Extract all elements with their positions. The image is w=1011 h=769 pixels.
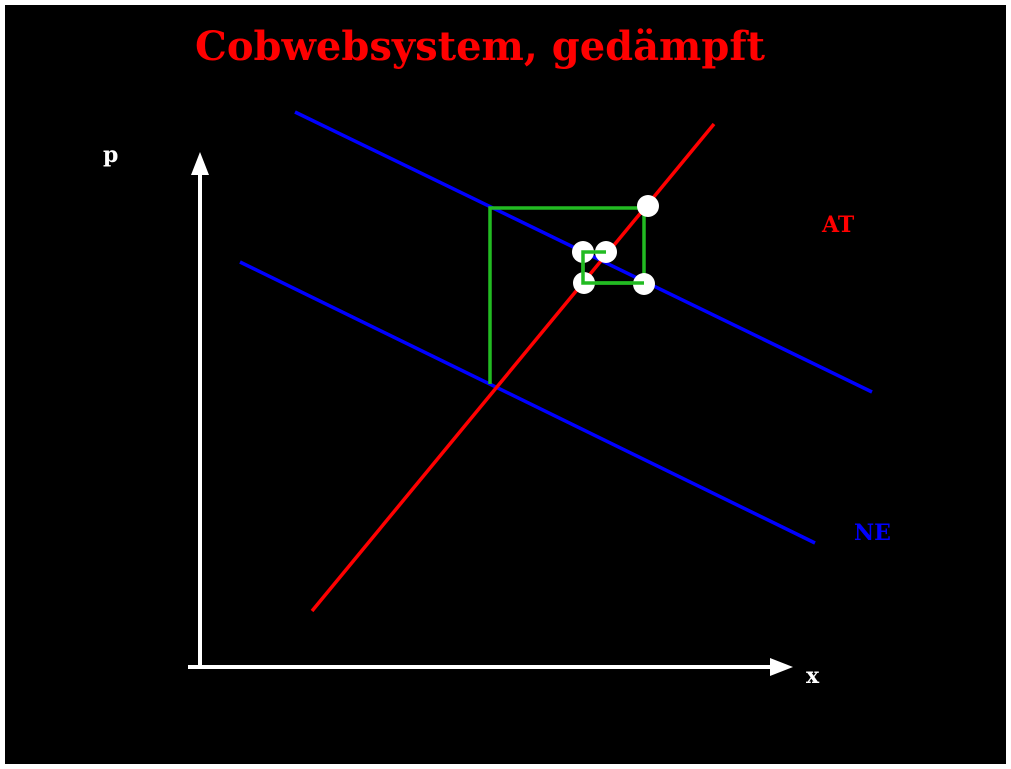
intersection-marker	[637, 195, 659, 217]
diagram-background	[5, 5, 1006, 764]
demand-label: NE	[854, 520, 891, 546]
cobweb-path-inner	[581, 250, 644, 285]
supply-label: AT	[821, 212, 855, 238]
x-axis-arrowhead	[770, 658, 793, 676]
demand-curve-lower	[239, 260, 816, 545]
y-axis-label: p	[103, 142, 118, 168]
x-axis-label: x	[806, 663, 820, 689]
diagram-title: Cobwebsystem, gedämpft	[195, 23, 766, 70]
y-axis-arrowhead	[191, 152, 209, 175]
